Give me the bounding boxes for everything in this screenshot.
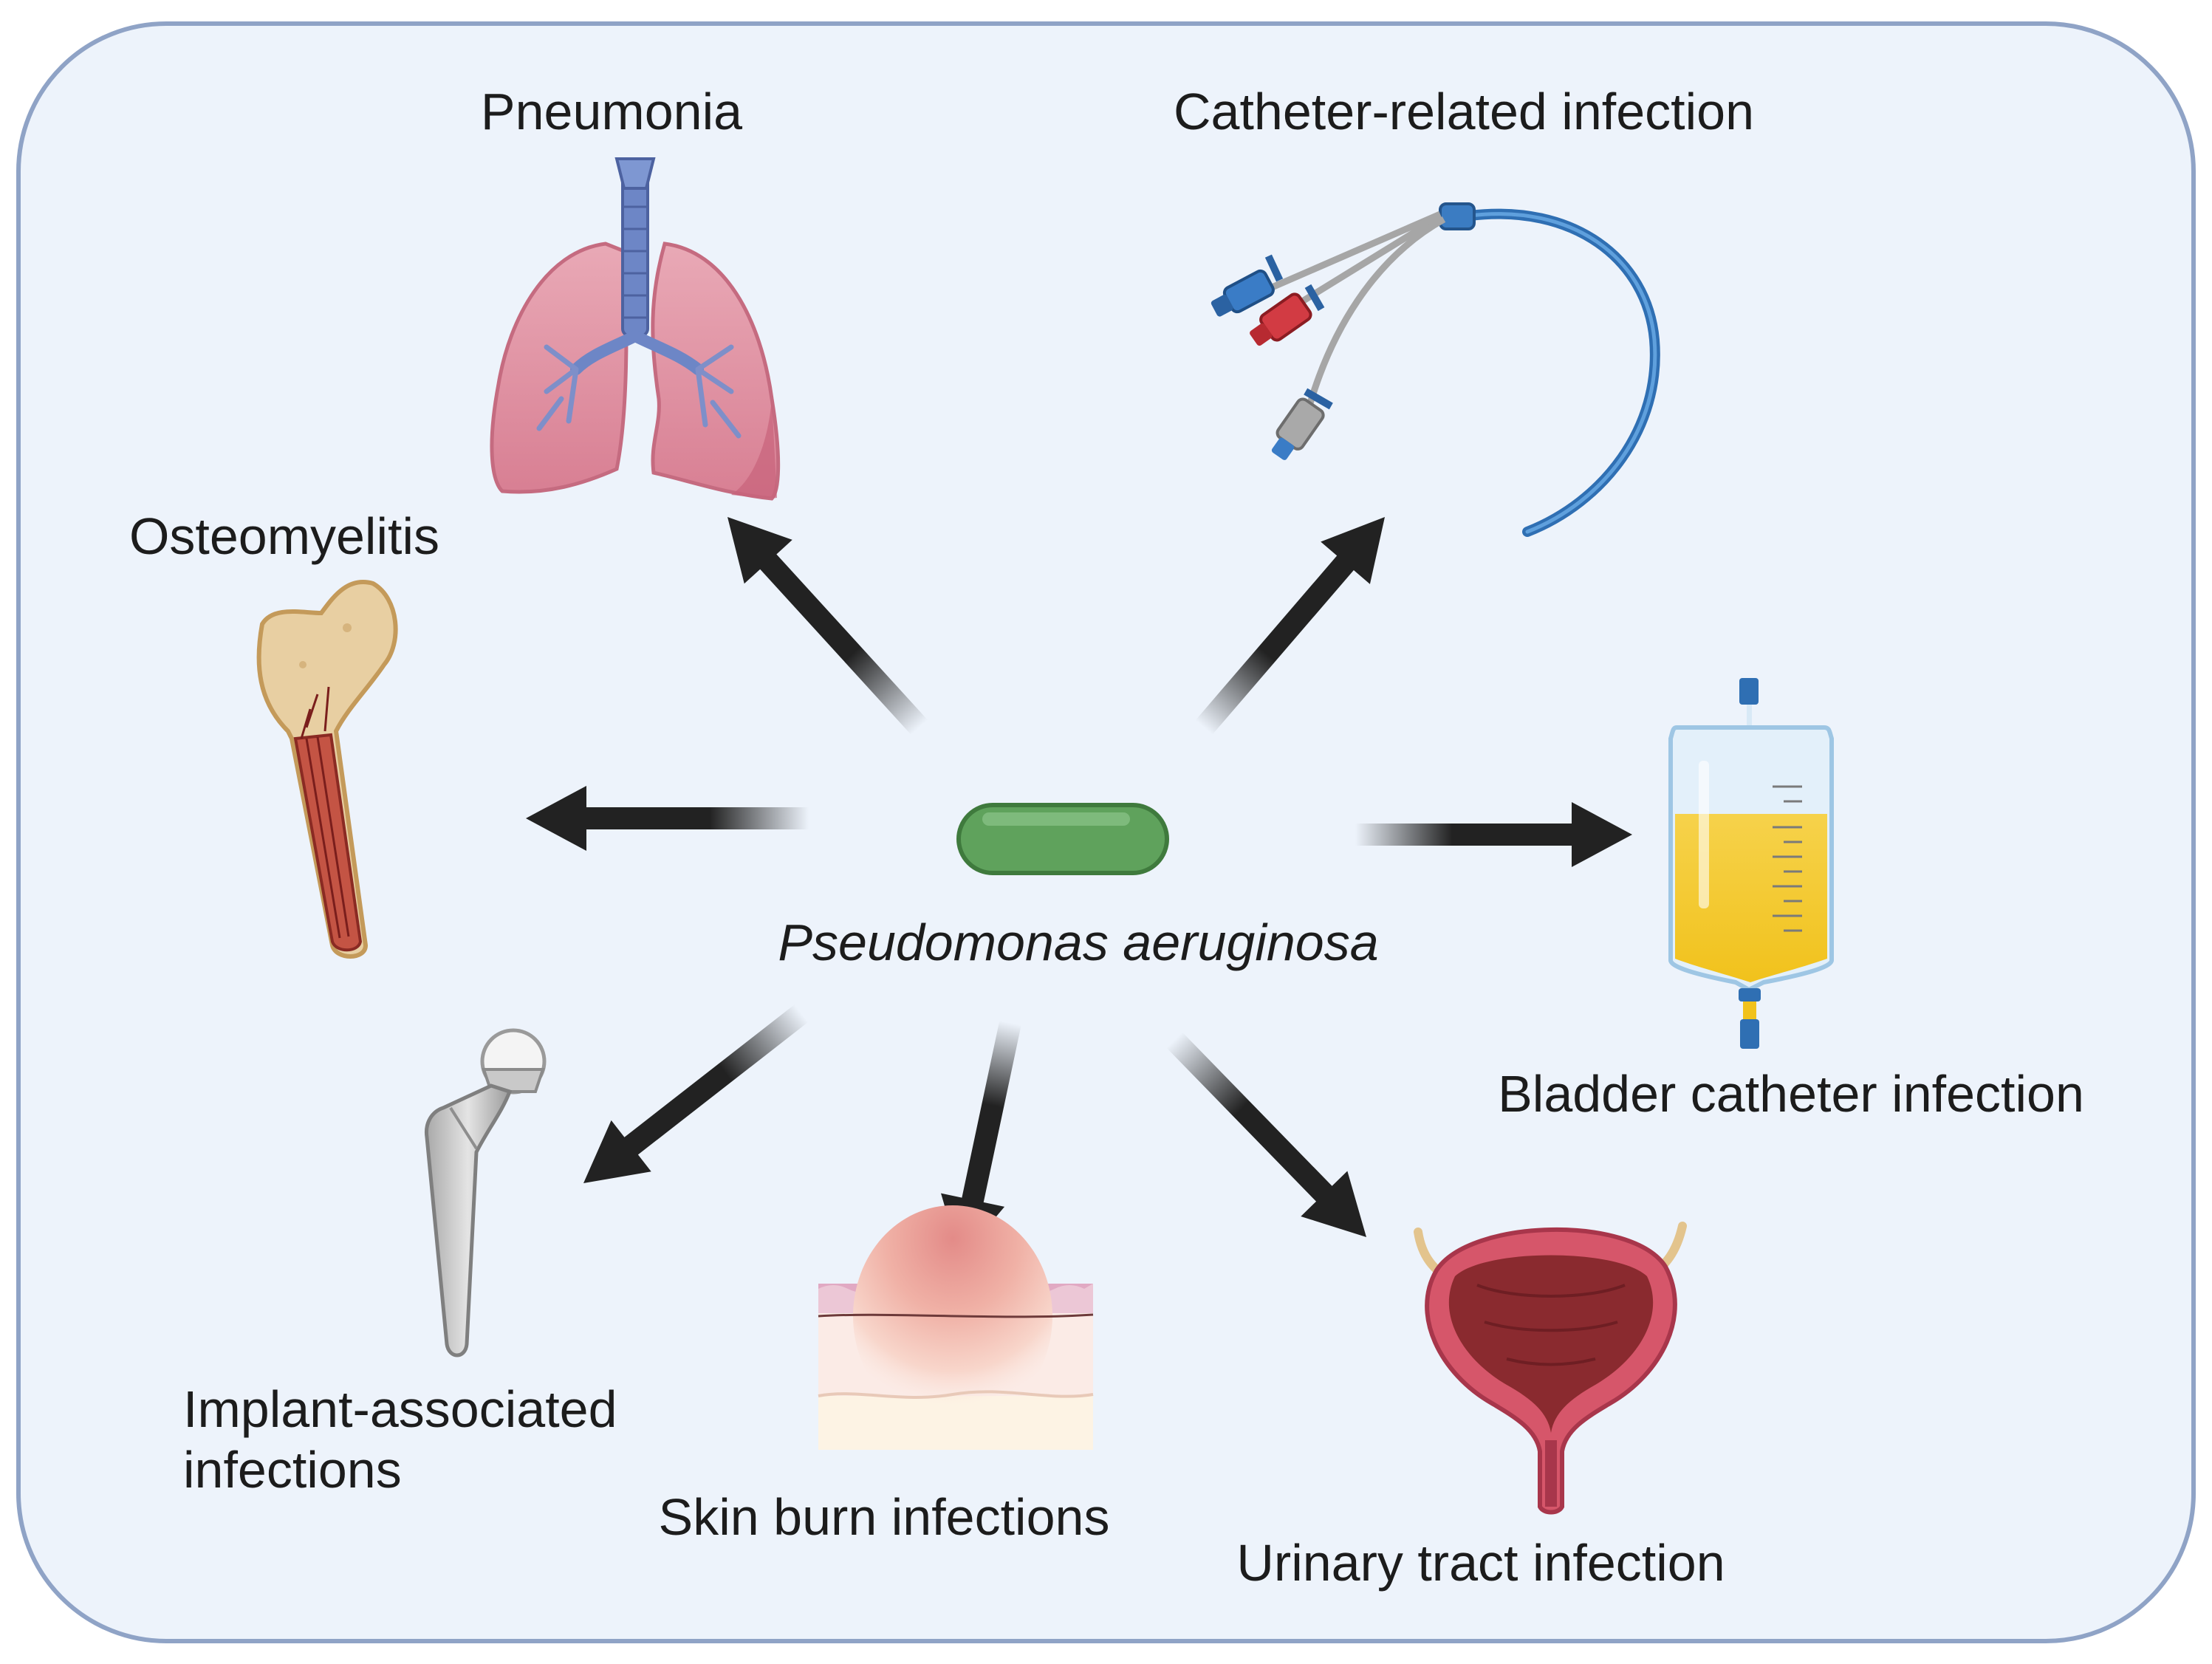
- arrows-group: [526, 517, 1632, 1259]
- hip-implant-icon: [424, 1028, 547, 1357]
- osteomyelitis-label: Osteomyelitis: [129, 507, 439, 565]
- femur-bone-icon: [256, 580, 398, 959]
- arrow-to-implant: [583, 1004, 809, 1183]
- implant-label-line2: infections: [183, 1441, 402, 1499]
- arrow-to-pneumonia: [727, 517, 928, 736]
- lungs-icon: [490, 157, 781, 501]
- bacterium-icon: [956, 803, 1169, 875]
- urine-bag-icon: [1668, 678, 1834, 1049]
- bladder-icon: [1414, 1222, 1687, 1515]
- implant-label-line1: Implant-associated: [183, 1380, 617, 1438]
- arrow-to-urinary-tract: [1166, 1032, 1366, 1237]
- arrow-to-skin-burn: [941, 1020, 1021, 1259]
- skin-burn-icon: [818, 1205, 1094, 1450]
- pneumonia-label: Pneumonia: [481, 83, 742, 140]
- catheter-related-label: Catheter-related infection: [1174, 83, 1754, 140]
- bladder-catheter-label: Bladder catheter infection: [1498, 1065, 2084, 1123]
- central-venous-catheter-icon: [1211, 202, 1660, 537]
- arrow-to-osteomyelitis: [526, 786, 809, 851]
- arrow-to-bladder-catheter: [1355, 802, 1632, 867]
- arrow-to-catheter-related: [1195, 517, 1385, 735]
- center-label: Pseudomonas aeruginosa: [778, 914, 1378, 971]
- skin-burn-label: Skin burn infections: [659, 1488, 1110, 1546]
- urinary-tract-label: Urinary tract infection: [1236, 1534, 1725, 1592]
